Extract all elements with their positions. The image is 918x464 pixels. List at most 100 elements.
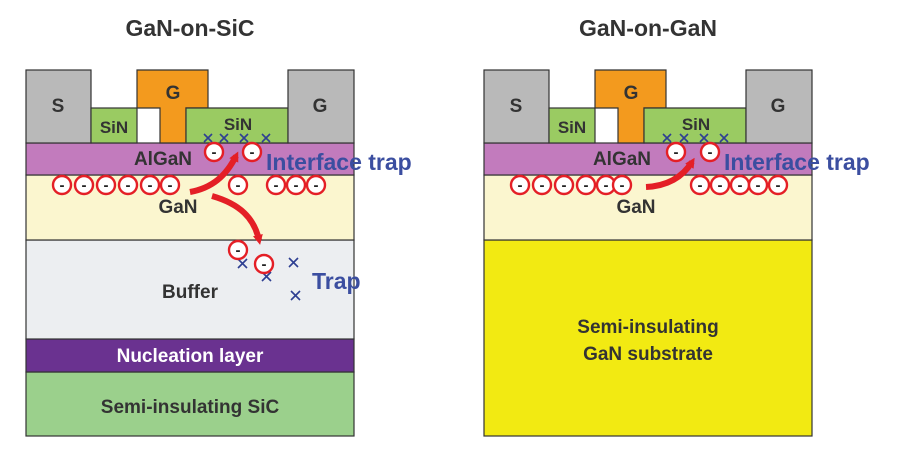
electron-symbol: -	[262, 256, 267, 273]
right-electron: -	[729, 174, 751, 196]
right-title: GaN-on-GaN	[579, 15, 717, 41]
left-electron: -	[203, 141, 225, 163]
right-drain-label: G	[771, 96, 786, 117]
right-algan-layer	[483, 142, 813, 176]
left-arrow-to-buffer	[211, 193, 263, 245]
left-sin-left	[90, 107, 138, 144]
right-electron: -	[531, 174, 553, 196]
electron-symbol: -	[60, 177, 65, 194]
left-nucleation-layer	[25, 338, 355, 373]
electron-symbol: -	[776, 177, 781, 194]
left-buffer-trap-marks	[237, 257, 301, 301]
right-electron: -	[747, 174, 769, 196]
electron-symbol: -	[168, 177, 173, 194]
electron-circle	[253, 253, 275, 275]
electron-circle	[689, 174, 711, 196]
electron-symbol: -	[604, 177, 609, 194]
electron-circle	[285, 174, 307, 196]
electron-circle	[767, 174, 789, 196]
electron-symbol: -	[620, 177, 625, 194]
left-arrow-to-interface	[189, 151, 239, 195]
left-drain-label: G	[313, 96, 328, 117]
left-drain-contact	[287, 69, 355, 144]
right-electron-group: -------------	[509, 141, 789, 196]
electron-circle	[117, 174, 139, 196]
electron-symbol: -	[738, 177, 743, 194]
electron-symbol: -	[236, 242, 241, 259]
left-interface-trap-marks	[203, 133, 271, 143]
right-sin-left-label: SiN	[558, 118, 586, 137]
right-sin-right-label: SiN	[682, 115, 710, 134]
left-electron: -	[159, 174, 181, 196]
electron-symbol: -	[698, 177, 703, 194]
electron-circle	[747, 174, 769, 196]
left-electron: -	[305, 174, 327, 196]
right-electron: -	[699, 141, 721, 163]
right-substrate-layer	[483, 239, 813, 437]
left-nucleation-label: Nucleation layer	[117, 346, 264, 367]
electron-circle	[159, 174, 181, 196]
electron-circle	[665, 141, 687, 163]
electron-circle	[139, 174, 161, 196]
left-electron: -	[51, 174, 73, 196]
trap-mark	[290, 290, 301, 301]
electron-symbol: -	[708, 144, 713, 161]
right-source-label: S	[510, 96, 523, 117]
left-source-contact	[25, 69, 92, 144]
electron-symbol: -	[274, 177, 279, 194]
right-interface-trap-label: Interface trap	[724, 149, 870, 175]
trap-mark	[239, 133, 249, 143]
electron-symbol: -	[562, 177, 567, 194]
left-electron: -	[285, 174, 307, 196]
left-electron: -	[241, 141, 263, 163]
electron-circle	[241, 141, 263, 163]
electron-circle	[227, 174, 249, 196]
electron-symbol: -	[674, 144, 679, 161]
left-electron: -	[117, 174, 139, 196]
right-substrate-line1: Semi-insulating	[577, 317, 718, 338]
right-sin-left	[548, 107, 596, 144]
right-device: GaN-on-GaN Semi-insulating GaN substrate…	[483, 15, 870, 437]
left-buffer-label: Buffer	[162, 282, 219, 303]
left-trap-label: Trap	[312, 268, 361, 294]
electron-symbol: -	[584, 177, 589, 194]
electron-circle	[575, 174, 597, 196]
left-substrate-label: Semi-insulating SiC	[101, 397, 280, 418]
right-arrow-to-interface	[645, 157, 695, 190]
electron-circle	[227, 239, 249, 261]
left-electron: -	[73, 174, 95, 196]
electron-circle	[73, 174, 95, 196]
trap-mark	[699, 133, 709, 143]
electron-symbol: -	[540, 177, 545, 194]
trap-mark	[237, 258, 248, 269]
left-electron: -	[253, 253, 275, 275]
right-electron: -	[709, 174, 731, 196]
left-substrate-layer	[25, 371, 355, 437]
electron-symbol: -	[212, 144, 217, 161]
electron-circle	[611, 174, 633, 196]
right-electron: -	[767, 174, 789, 196]
electron-symbol: -	[518, 177, 523, 194]
electron-symbol: -	[148, 177, 153, 194]
right-interface-trap-marks	[662, 133, 729, 143]
trap-mark	[203, 133, 213, 143]
right-drain-contact	[745, 69, 813, 144]
electron-circle	[51, 174, 73, 196]
electron-symbol: -	[236, 177, 241, 194]
electron-symbol: -	[104, 177, 109, 194]
right-electron: -	[575, 174, 597, 196]
electron-circle	[265, 174, 287, 196]
left-gan-label: GaN	[158, 197, 197, 218]
trap-mark	[288, 257, 299, 268]
left-electron-group: --------------	[51, 141, 327, 275]
left-interface-trap-label: Interface trap	[266, 149, 412, 175]
electron-symbol: -	[314, 177, 319, 194]
electron-symbol: -	[82, 177, 87, 194]
trap-mark	[219, 133, 229, 143]
electron-circle	[699, 141, 721, 163]
right-substrate-line2: GaN substrate	[583, 344, 713, 365]
left-device: GaN-on-SiC Semi-insulating SiC Nucleatio…	[25, 15, 412, 437]
trap-mark	[662, 133, 672, 143]
left-electron: -	[95, 174, 117, 196]
right-source-contact	[483, 69, 550, 144]
